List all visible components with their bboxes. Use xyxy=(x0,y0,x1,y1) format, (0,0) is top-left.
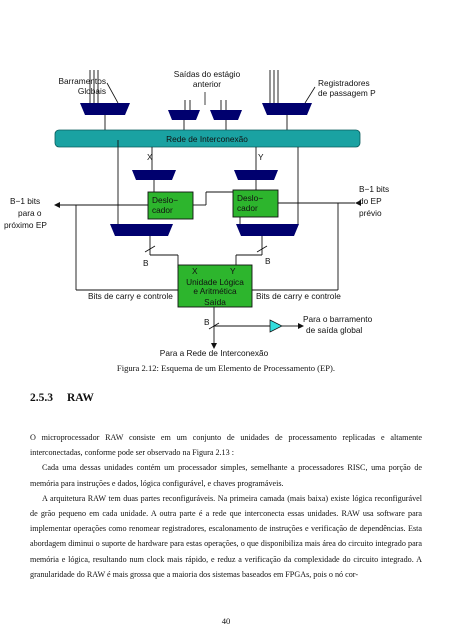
section-heading: 2.5.3 RAW xyxy=(30,392,94,404)
deslocador-right xyxy=(232,189,279,218)
bits-right-line1: B−1 bits xyxy=(359,184,389,194)
page-number: 40 xyxy=(221,616,231,626)
label-b-right: B xyxy=(265,256,271,266)
arrow-to-rede xyxy=(211,343,217,349)
paragraph: O microprocessador RAW consiste em um co… xyxy=(30,433,422,458)
bits-left-line1: B−1 bits xyxy=(10,196,40,206)
label-global-bus-line1: Para o barramento xyxy=(303,314,373,324)
arrow-to-global-bus xyxy=(298,323,304,329)
figure-caption: Figura 2.12: Esquema de um Elemento de P… xyxy=(116,363,336,373)
unidade-logica-aritmetica xyxy=(177,264,253,308)
label-b-left: B xyxy=(143,258,149,268)
bits-left-line3: próximo EP xyxy=(4,220,47,230)
label-barramentos-line1: Barramentos xyxy=(59,76,107,86)
label-b-output: B xyxy=(204,317,210,327)
buffer-triangle xyxy=(269,319,283,333)
section-title: RAW xyxy=(67,392,94,404)
paragraph: A arquitetura RAW tem duas partes reconf… xyxy=(30,493,422,579)
alu-saida: Saída xyxy=(204,297,226,307)
label-registradores-line1: Registradores xyxy=(318,78,370,88)
label-saidas-line2: anterior xyxy=(193,79,221,89)
rede-label: Rede de Interconexão xyxy=(166,134,248,144)
deslocador-right-line2: cador xyxy=(237,203,258,213)
alu-x: X xyxy=(192,266,198,276)
mux-top-mid-left xyxy=(168,110,200,120)
label-global-bus-line2: de saída global xyxy=(306,325,362,335)
label-saidas-line1: Saídas do estágio xyxy=(174,69,241,79)
alu-line2: e Aritmética xyxy=(193,286,237,296)
deslocador-left-line2: cador xyxy=(152,205,173,215)
bits-right-line3: prévio xyxy=(359,208,382,218)
label-x-top: X xyxy=(147,152,153,162)
rede-interconexao xyxy=(54,129,361,148)
mux-mid-right xyxy=(234,170,278,180)
mux-top-mid-right xyxy=(210,110,242,120)
label-para-rede: Para a Rede de Interconexão xyxy=(160,348,269,358)
alu-line1: Unidade Lógica xyxy=(186,277,244,287)
deslocador-left-line1: Deslo− xyxy=(152,195,178,205)
mux-low-right xyxy=(236,224,299,236)
label-y-top: Y xyxy=(258,152,264,162)
arrow-from-prev-ep xyxy=(355,200,361,206)
label-barramentos-line2: Globais xyxy=(78,86,106,96)
label-carry-right: Bits de carry e controle xyxy=(256,291,341,301)
section-number: 2.5.3 xyxy=(30,392,53,404)
figure-ep-diagram: Barramentos Globais Saídas do estágio an… xyxy=(4,69,389,358)
label-carry-left: Bits de carry e controle xyxy=(88,291,173,301)
mux-mid-left xyxy=(132,170,176,180)
mux-top-left xyxy=(80,103,130,115)
alu-y: Y xyxy=(230,266,236,276)
bits-left-line2: para o xyxy=(18,208,42,218)
mux-top-right xyxy=(262,103,312,115)
arrow-to-next-ep xyxy=(54,202,60,208)
label-registradores-line2: de passagem P xyxy=(318,88,376,98)
mux-low-left xyxy=(110,224,173,236)
deslocador-left xyxy=(147,191,194,220)
body-text: O microprocessador RAW consiste em um co… xyxy=(30,430,422,582)
deslocador-right-line1: Deslo− xyxy=(237,193,263,203)
paragraph: Cada uma dessas unidades contém um proce… xyxy=(30,463,422,488)
bits-right-line2: do EP xyxy=(359,196,382,206)
